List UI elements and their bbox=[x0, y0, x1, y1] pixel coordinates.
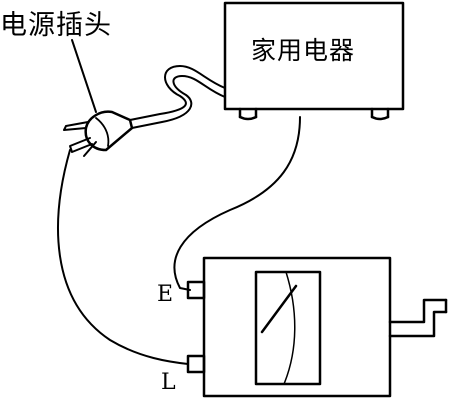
crank-outer bbox=[388, 298, 448, 324]
terminal-l-post bbox=[186, 354, 206, 374]
meter-needle bbox=[260, 284, 298, 334]
appliance-label: 家用电器 bbox=[251, 36, 356, 65]
power-cord-outer bbox=[129, 65, 226, 121]
appliance-foot-right-base bbox=[370, 115, 390, 121]
wire-e bbox=[173, 116, 301, 291]
appliance-box bbox=[223, 1, 405, 121]
power-plug-icon bbox=[63, 110, 134, 157]
megohmmeter-icon bbox=[186, 256, 448, 398]
plug-prong-ground bbox=[83, 141, 97, 157]
hand-crank-icon bbox=[388, 298, 448, 338]
power-cord-inner bbox=[131, 75, 226, 129]
appliance-body bbox=[223, 1, 405, 111]
terminal-l-label: L bbox=[161, 370, 176, 395]
terminal-e-label: E bbox=[157, 282, 174, 307]
plug-prong-top bbox=[63, 121, 89, 131]
plug-label: 电源插头 bbox=[0, 10, 112, 41]
meter-dial-window bbox=[254, 270, 322, 386]
wire-l bbox=[57, 149, 189, 365]
plug-label-leader bbox=[71, 39, 97, 113]
meter-body bbox=[202, 256, 392, 398]
terminal-e-post bbox=[186, 280, 206, 300]
plug-prong-bottom bbox=[69, 137, 93, 153]
power-cord bbox=[129, 65, 226, 129]
meter-scale-arc bbox=[283, 271, 296, 385]
appliance-foot-left-base bbox=[238, 115, 258, 121]
plug-body-ridge bbox=[95, 117, 110, 147]
crank-inner bbox=[388, 310, 448, 338]
